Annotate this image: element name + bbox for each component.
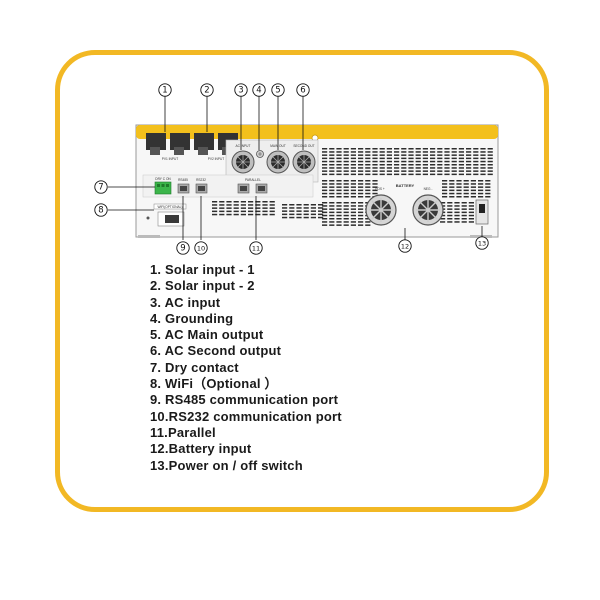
battery-input-fans: BATTERY POS + NEG - — [365, 183, 444, 226]
callout-6: 6 — [296, 83, 310, 97]
svg-text:13: 13 — [478, 240, 486, 248]
rs485-port: RS485 — [177, 178, 190, 194]
callout-1: 1 — [158, 83, 172, 97]
svg-text:7: 7 — [98, 183, 103, 193]
callout-12: 12 — [398, 239, 412, 253]
svg-text:6: 6 — [300, 86, 305, 96]
legend-item: 5. AC Main output — [150, 327, 264, 343]
parallel-ports: PARALLEL — [237, 178, 268, 194]
legend-list: 1. Solar input - 1 2. Solar input - 2 3.… — [150, 262, 342, 474]
legend-item: 8. WiFi（Optional ） — [150, 376, 278, 392]
callout-9: 9 — [176, 241, 190, 255]
legend-item: 13.Power on / off switch — [150, 457, 303, 473]
svg-text:8: 8 — [98, 206, 103, 216]
svg-text:PV2 INPUT: PV2 INPUT — [208, 157, 225, 161]
ground-screw — [256, 150, 264, 158]
rs232-port: RS232 — [195, 178, 208, 194]
callout-3: 3 — [234, 83, 248, 97]
svg-text:BATTERY: BATTERY — [396, 183, 415, 188]
svg-text:10: 10 — [197, 245, 205, 253]
ac-input-connector: AC INPUT — [231, 144, 255, 174]
svg-text:WIFI(OPTIONAL): WIFI(OPTIONAL) — [158, 205, 183, 209]
legend-item: 7. Dry contact — [150, 359, 239, 375]
legend-item: 3. AC input — [150, 294, 221, 310]
svg-text:RS485: RS485 — [178, 178, 188, 182]
ac-second-output-connector: SECOND OUT — [292, 144, 316, 174]
legend-item: 12.Battery input — [150, 441, 252, 457]
leader-lines — [108, 95, 483, 240]
svg-text:POS +: POS + — [375, 187, 385, 191]
callout-11: 11 — [249, 241, 263, 255]
legend-item: 1. Solar input - 1 — [150, 262, 255, 277]
ventilation-grille — [212, 148, 493, 226]
svg-text:12: 12 — [401, 243, 409, 251]
callout-7: 7 — [94, 180, 108, 194]
foot-left — [138, 235, 160, 238]
callout-8: 8 — [94, 203, 108, 217]
svg-text:NEG -: NEG - — [424, 187, 433, 191]
callout-10: 10 — [194, 241, 208, 255]
svg-text:RS232: RS232 — [196, 178, 206, 182]
legend-item: 6. AC Second output — [150, 343, 282, 359]
svg-text:3: 3 — [238, 86, 243, 96]
svg-text:DRY C ON: DRY C ON — [155, 177, 171, 181]
svg-text:4: 4 — [256, 86, 261, 96]
legend-item: 11.Parallel — [150, 424, 216, 440]
power-switch — [475, 199, 489, 225]
legend-item: 4. Grounding — [150, 310, 234, 326]
svg-text:AC INPUT: AC INPUT — [236, 144, 251, 148]
wifi-module: WIFI(OPTIONAL) — [146, 203, 187, 227]
legend-item: 2. Solar input - 2 — [150, 278, 255, 294]
svg-text:SECOND OUT: SECOND OUT — [293, 144, 314, 148]
svg-text:2: 2 — [204, 86, 209, 96]
svg-text:5: 5 — [275, 86, 280, 96]
callout-5: 5 — [271, 83, 285, 97]
svg-text:9: 9 — [180, 244, 185, 254]
pv-input-1-connectors: PV1 INPUT — [146, 133, 190, 161]
svg-text:1: 1 — [162, 86, 167, 96]
svg-text:PARALLEL: PARALLEL — [245, 178, 261, 182]
svg-text:11: 11 — [252, 245, 260, 253]
callout-4: 4 — [252, 83, 266, 97]
legend-item: 9. RS485 communication port — [150, 392, 339, 408]
dry-contact-terminal: DRY C ON — [154, 177, 171, 195]
callout-13: 13 — [475, 236, 489, 250]
legend-item: 10.RS232 communication port — [150, 408, 342, 424]
svg-text:PV1 INPUT: PV1 INPUT — [162, 157, 179, 161]
callout-2: 2 — [200, 83, 214, 97]
